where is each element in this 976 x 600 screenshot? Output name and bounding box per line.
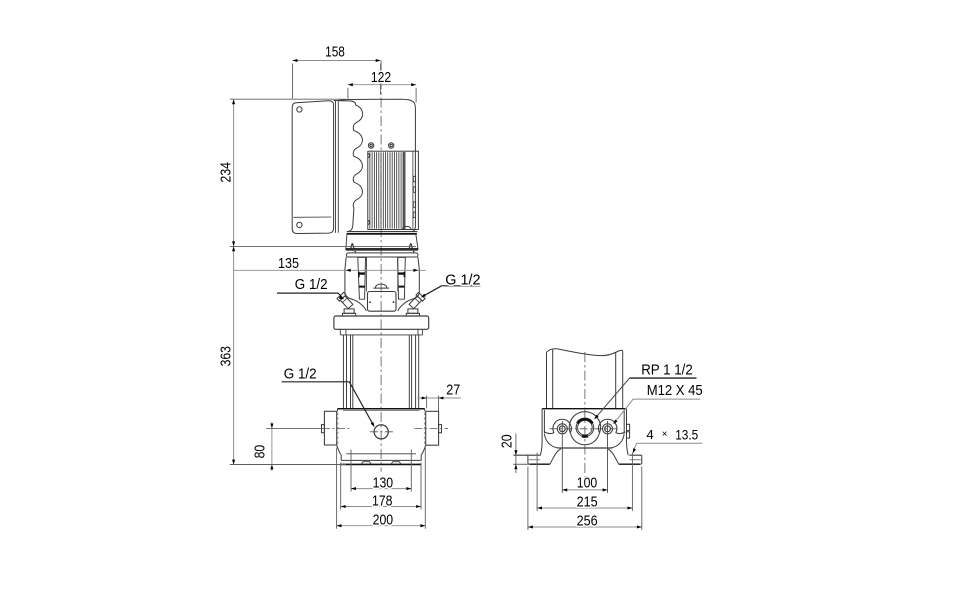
svg-text:20: 20: [499, 435, 515, 449]
svg-text:178: 178: [372, 494, 393, 510]
svg-text:256: 256: [577, 514, 598, 530]
svg-text:13.5: 13.5: [675, 427, 698, 442]
svg-text:215: 215: [577, 494, 598, 510]
svg-text:363: 363: [218, 346, 234, 366]
svg-text:130: 130: [373, 475, 394, 491]
svg-text:27: 27: [446, 382, 460, 398]
svg-text:100: 100: [577, 475, 598, 491]
svg-text:M12 X 45: M12 X 45: [647, 383, 703, 399]
svg-text:G 1/2: G 1/2: [295, 277, 328, 293]
svg-text:80: 80: [253, 445, 269, 459]
svg-text:G 1/2: G 1/2: [284, 367, 317, 383]
svg-text:158: 158: [325, 44, 345, 60]
svg-text:135: 135: [278, 256, 299, 272]
svg-text:4: 4: [646, 427, 653, 442]
svg-text:122: 122: [371, 70, 391, 86]
svg-text:×: ×: [662, 429, 668, 440]
svg-text:RP 1 1/2: RP 1 1/2: [641, 362, 693, 378]
svg-text:234: 234: [218, 162, 234, 182]
svg-text:G 1/2: G 1/2: [445, 272, 480, 288]
svg-text:200: 200: [373, 513, 394, 529]
